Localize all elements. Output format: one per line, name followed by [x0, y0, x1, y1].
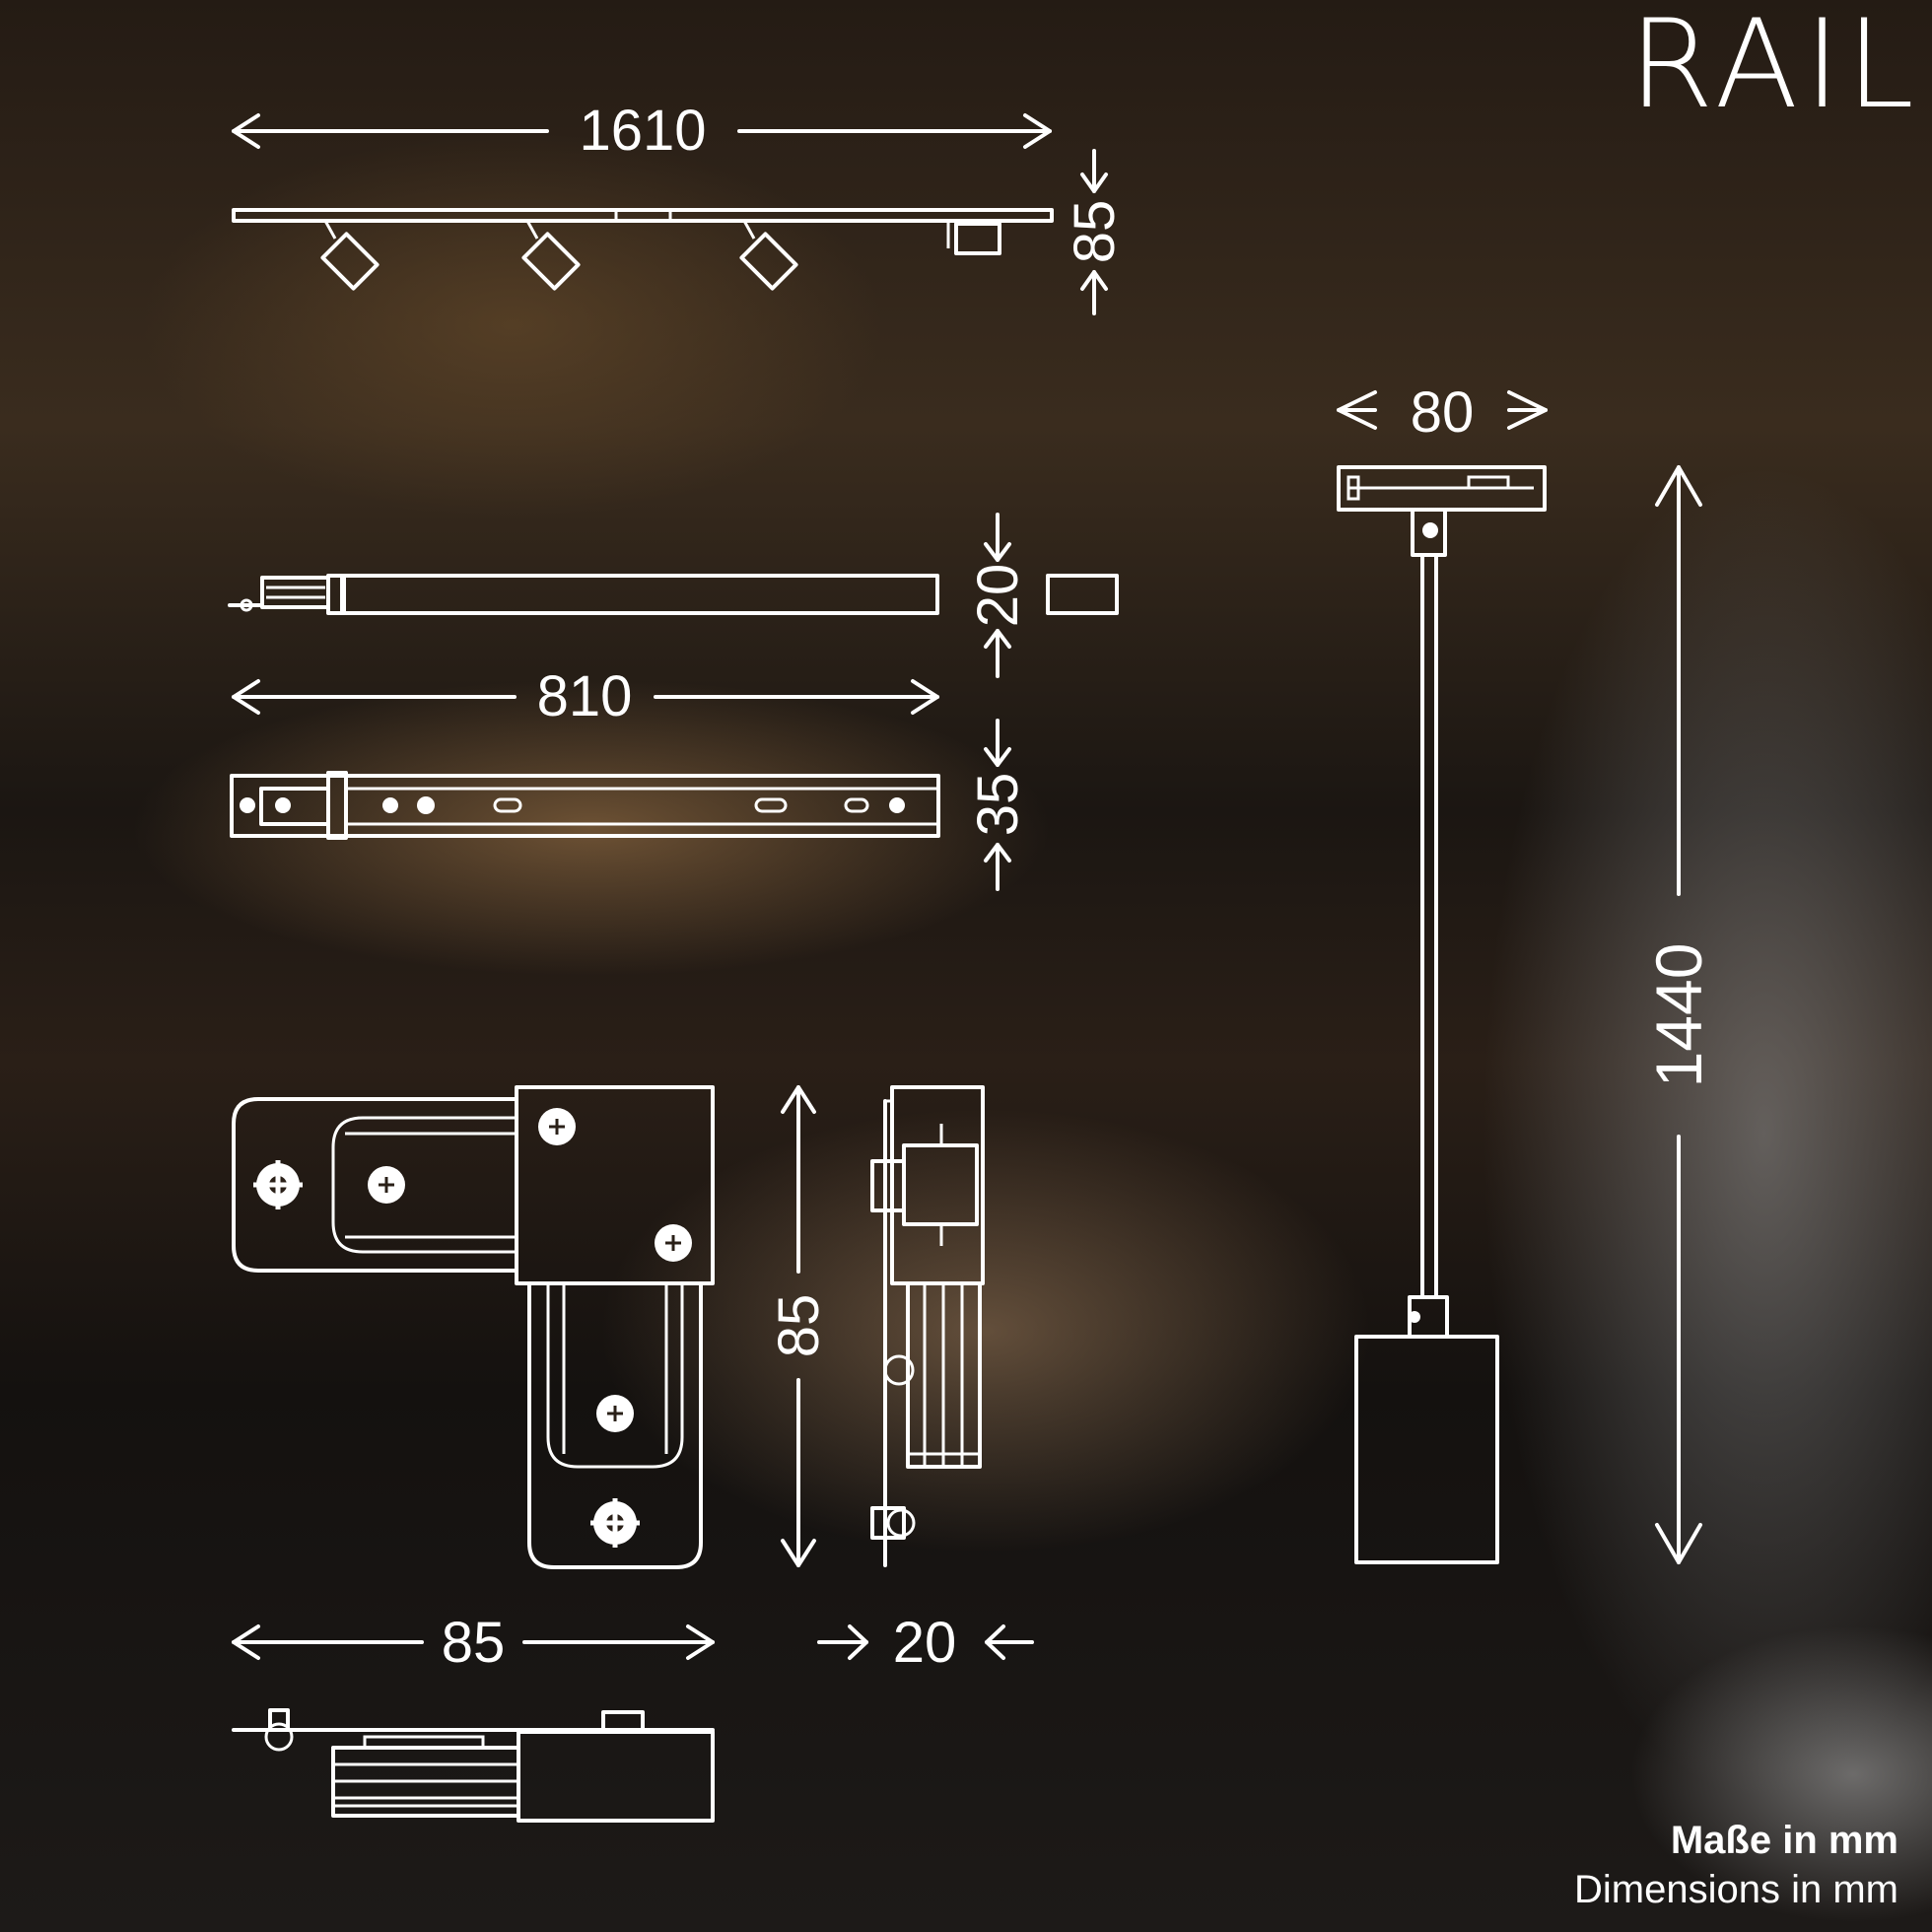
spot-width-dimension: 35 [966, 719, 1030, 891]
units-caption-en: Dimensions in mm [1574, 1868, 1898, 1911]
pendant-width-dimension: 80 [1337, 380, 1548, 445]
l-connector-top-view [232, 1085, 715, 1569]
rail-length-dimension: 1610 [232, 99, 1052, 163]
connector-depth-label: 20 [893, 1611, 957, 1675]
l-connector-bottom-view [232, 1708, 715, 1823]
units-caption-de: Maße in mm [1670, 1819, 1898, 1862]
rail-height-dimension: 85 [1063, 149, 1127, 315]
pendant-height-dimension: 1440 [1642, 465, 1715, 1564]
rail-height-label: 85 [1063, 200, 1127, 264]
rail-length-label: 1610 [579, 99, 706, 163]
screw [538, 1108, 576, 1145]
l-connector-side-view [870, 1085, 985, 1567]
connector-width-dimension: 85 [232, 1611, 715, 1675]
screw [368, 1166, 405, 1204]
pendant-lamp [1337, 465, 1547, 1564]
spot-height-dimension: 20 [966, 513, 1030, 678]
pendant-width-label: 80 [1411, 380, 1475, 445]
connector-height-dimension: 85 [767, 1085, 831, 1567]
pendant-height-label: 1440 [1642, 943, 1715, 1088]
gear-contact-icon [590, 1498, 640, 1548]
units-caption: Maße in mm Dimensions in mm [1574, 1816, 1898, 1914]
brand-logo: RAIL [1628, 0, 1920, 136]
screw [655, 1224, 692, 1262]
spot-bar-top-view [230, 771, 940, 840]
spot-bar-side-view [228, 574, 1119, 615]
spot-length-label: 810 [537, 664, 633, 728]
spot-width-label: 35 [966, 773, 1030, 837]
connector-height-label: 85 [767, 1294, 831, 1358]
track-rail-with-spots [232, 208, 1054, 291]
gear-contact-icon [253, 1160, 303, 1209]
connector-width-label: 85 [442, 1611, 506, 1675]
screw [596, 1395, 634, 1432]
connector-depth-dimension: 20 [817, 1611, 1034, 1675]
spot-height-label: 20 [966, 564, 1030, 628]
spot-length-dimension: 810 [232, 664, 939, 728]
